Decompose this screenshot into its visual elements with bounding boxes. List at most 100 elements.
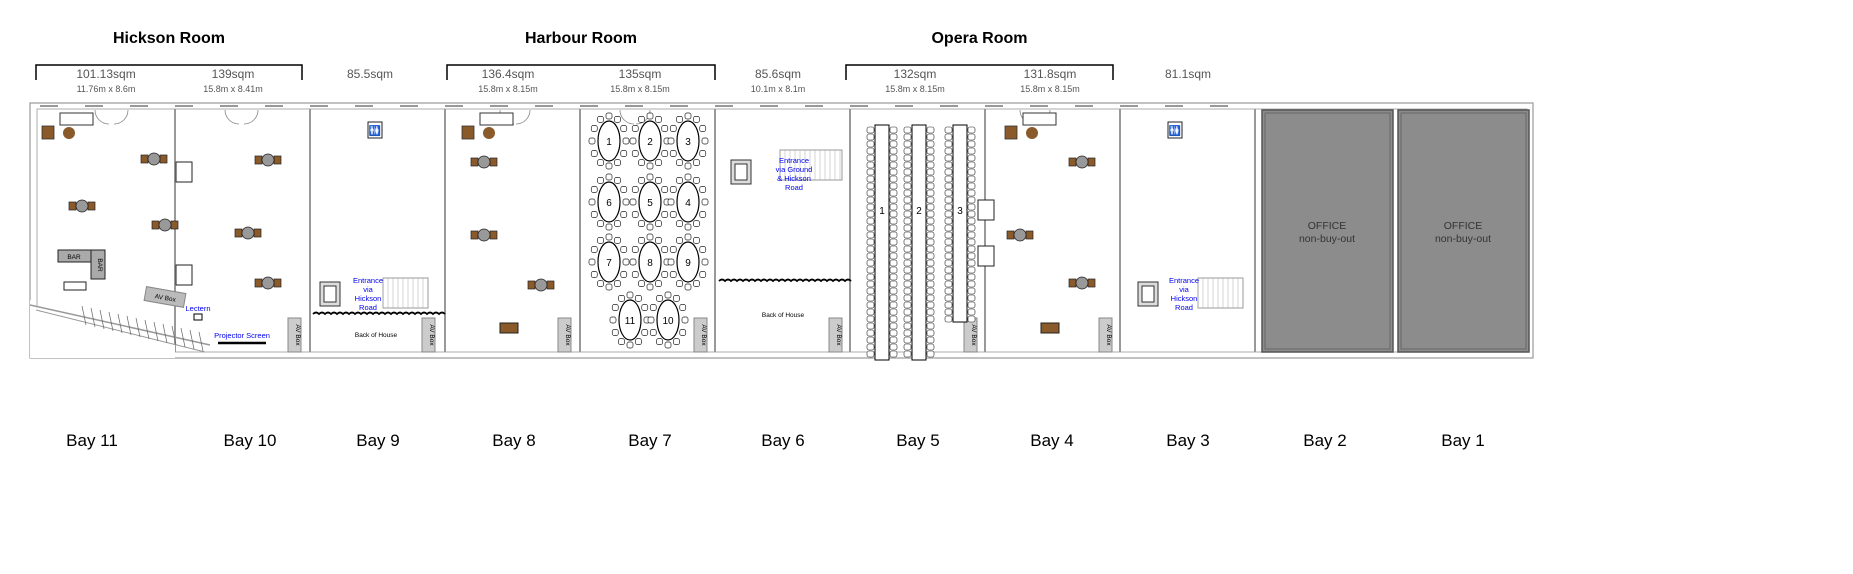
chair (926, 315, 935, 323)
chair (944, 154, 953, 162)
area-sqm: 85.5sqm (347, 67, 393, 81)
chair (620, 211, 628, 218)
chair (684, 112, 692, 120)
chair (926, 294, 935, 302)
chair (944, 182, 953, 190)
chair (926, 287, 935, 295)
chair (944, 175, 953, 183)
area-dimensions: 15.8m x 8.41m (203, 84, 263, 94)
chair (669, 271, 677, 278)
chair (903, 210, 912, 218)
bench (977, 245, 995, 267)
cafe-table (261, 153, 275, 167)
chair (631, 150, 639, 157)
chair (903, 294, 912, 302)
bay-label: Bay 8 (492, 431, 535, 450)
chair (926, 168, 935, 176)
chair (889, 133, 898, 141)
chair (944, 245, 953, 253)
chair (967, 168, 976, 176)
chair (614, 220, 621, 228)
area-dimensions: 11.76m x 8.6m (77, 84, 136, 94)
room-bracket (845, 64, 1114, 80)
chair (967, 196, 976, 204)
stair-step (81, 305, 87, 326)
chair (620, 125, 628, 132)
chair (597, 236, 604, 244)
chair (967, 189, 976, 197)
chair (605, 233, 613, 241)
chair (631, 125, 639, 132)
chair (661, 125, 669, 132)
bar-fridge (63, 281, 87, 291)
cafe-table (477, 228, 491, 242)
bay-label: Bay 5 (896, 431, 939, 450)
chair (234, 228, 243, 238)
chair (967, 203, 976, 211)
back-of-house-curtain (312, 311, 446, 316)
chair (866, 280, 875, 288)
av-box-label: AV Box (564, 324, 571, 346)
chair (944, 266, 953, 274)
chair (967, 140, 976, 148)
chair (866, 343, 875, 351)
table-number: 9 (685, 258, 691, 269)
chair (699, 246, 707, 253)
chair (926, 308, 935, 316)
chair (903, 252, 912, 260)
chair (866, 273, 875, 281)
chair (944, 280, 953, 288)
chair (1068, 278, 1077, 288)
chair (588, 258, 596, 266)
chair (866, 203, 875, 211)
chair (620, 186, 628, 193)
chair (489, 230, 498, 240)
round-table (597, 241, 621, 283)
chair (701, 198, 709, 206)
av-box-label: AV Box (700, 324, 707, 346)
stair-step (171, 325, 177, 346)
chair (926, 217, 935, 225)
chair (866, 224, 875, 232)
chair (889, 161, 898, 169)
chair (684, 283, 692, 291)
chair (655, 280, 662, 288)
round-table (638, 181, 662, 223)
chair (866, 322, 875, 330)
chair (967, 273, 976, 281)
slanted-wall (35, 309, 206, 353)
cafe-table (75, 199, 89, 213)
chair (866, 154, 875, 162)
chair (926, 210, 935, 218)
bench (175, 161, 193, 183)
chair (629, 258, 637, 266)
bay-label: Bay 4 (1030, 431, 1073, 450)
chair (903, 140, 912, 148)
chair (866, 168, 875, 176)
chair (656, 338, 663, 346)
chair (590, 211, 598, 218)
chair (273, 278, 282, 288)
chair (701, 137, 709, 145)
chair (693, 280, 700, 288)
chair (699, 150, 707, 157)
chair (641, 329, 649, 336)
chair (866, 126, 875, 134)
chair (889, 280, 898, 288)
chair (903, 245, 912, 253)
chair (620, 271, 628, 278)
chair (944, 168, 953, 176)
chair (944, 231, 953, 239)
chair (926, 350, 935, 358)
back-of-house-label: Back of House (355, 332, 398, 339)
chair (667, 258, 675, 266)
chair (68, 201, 77, 211)
av-box-label: AV Box (835, 324, 842, 346)
chair (903, 161, 912, 169)
bay-label: Bay 2 (1303, 431, 1346, 450)
chair (889, 266, 898, 274)
chair (669, 186, 677, 193)
chair (866, 294, 875, 302)
chair (944, 301, 953, 309)
cafe-table (158, 218, 172, 232)
